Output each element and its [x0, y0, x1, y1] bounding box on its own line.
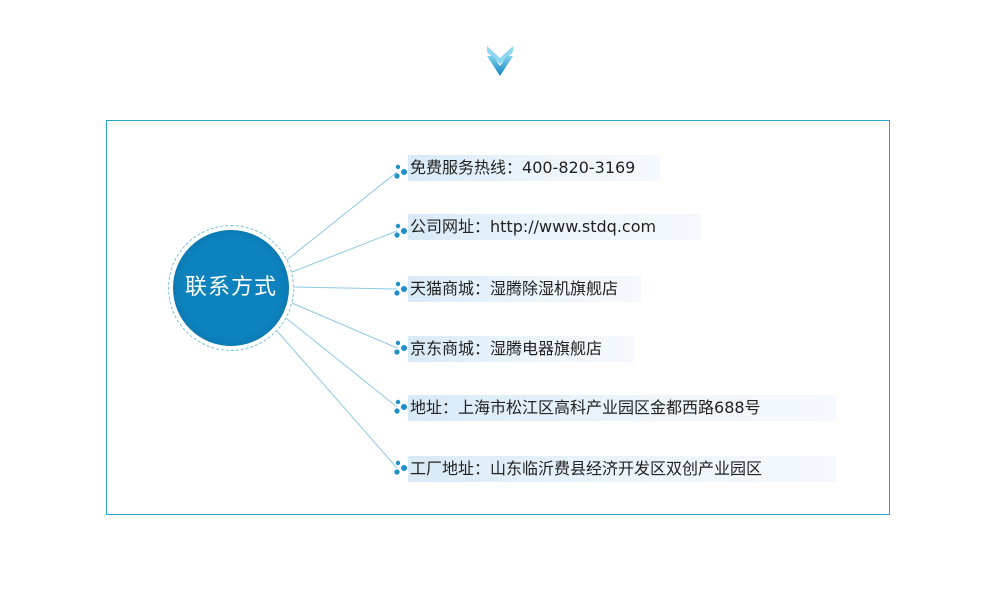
contact-item-hotline: 免费服务热线：400-820-3169	[408, 155, 660, 181]
connector-line	[285, 317, 398, 408]
dots-cluster-icon	[394, 340, 407, 355]
contact-item-address: 地址：上海市松江区高科产业园区金都西路688号	[408, 395, 836, 421]
contact-item-jd: 京东商城：湿腾电器旗舰店	[408, 336, 634, 362]
contact-item-label: 天猫商城：	[410, 279, 491, 298]
contact-frame	[106, 120, 890, 515]
connector-line	[286, 171, 398, 261]
contact-item-value: 400-820-3169	[522, 158, 636, 177]
connector-line	[293, 286, 398, 290]
hub-core	[173, 230, 289, 346]
contact-item-label: 公司网址：	[410, 217, 491, 236]
dots-cluster-icon	[394, 399, 407, 414]
connector-line	[291, 230, 398, 273]
contact-item-value: 湿腾电器旗舰店	[490, 339, 603, 358]
contact-item-value: 湿腾除湿机旗舰店	[490, 279, 619, 298]
dots-cluster-icon	[394, 460, 407, 475]
contact-item-label: 工厂地址：	[410, 459, 491, 478]
dots-cluster-icon	[394, 281, 407, 296]
hub-label: 联系方式	[184, 275, 277, 300]
contact-item-factory-address: 工厂地址：山东临沂费县经济开发区双创产业园区	[408, 456, 836, 482]
contact-item-label: 京东商城：	[410, 339, 491, 358]
contact-item-tmall: 天猫商城：湿腾除湿机旗舰店	[408, 276, 641, 302]
chevron-down-icon	[487, 46, 513, 76]
connector-line	[291, 302, 398, 349]
contact-item-value: 山东临沂费县经济开发区双创产业园区	[490, 459, 763, 478]
contact-item-value[interactable]: http://www.stdq.com	[490, 217, 657, 236]
contact-item-label: 免费服务热线：	[410, 158, 523, 177]
dots-cluster-icon	[394, 164, 407, 179]
contact-item-value: 上海市松江区高科产业园区金都西路688号	[458, 398, 761, 417]
contact-item-label: 地址：	[410, 398, 459, 417]
connector-line	[276, 330, 398, 469]
hub-circle: 联系方式	[168, 225, 294, 351]
dots-cluster-icon	[394, 223, 407, 238]
contact-item-website: 公司网址：http://www.stdq.com	[408, 214, 701, 240]
hub-dashed-ring	[168, 225, 294, 351]
